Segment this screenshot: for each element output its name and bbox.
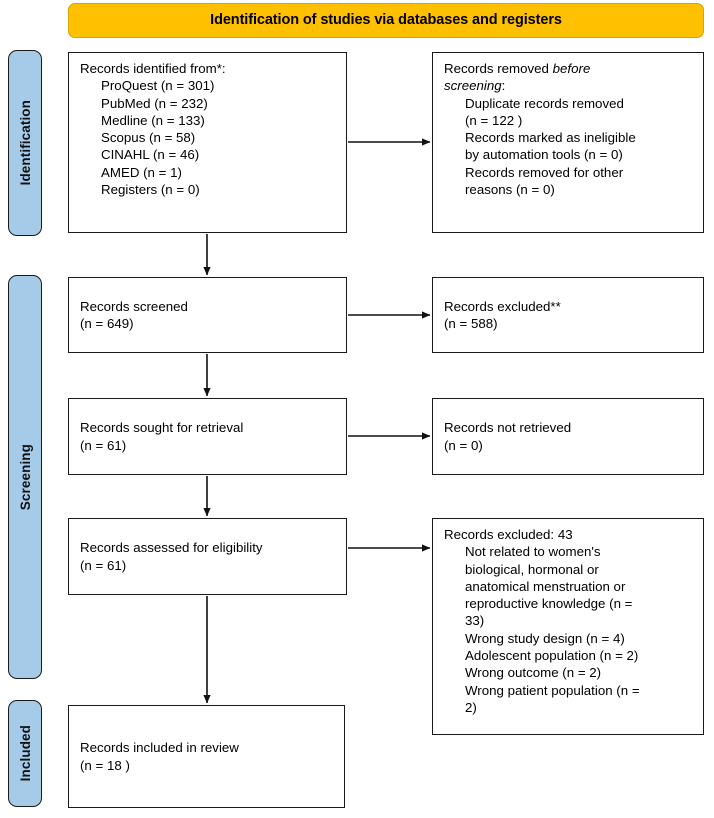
source-cinahl: CINAHL (n = 46) (101, 147, 200, 163)
excluded-reason-not-related-line3: anatomical menstruation or (465, 578, 626, 594)
box-records-included-in-review: Records included in review (n = 18 ) (68, 705, 345, 808)
source-proquest: ProQuest (n = 301) (101, 78, 215, 94)
box-records-assessed-body: Records assessed for eligibility (n = 61… (80, 539, 263, 574)
stage-label-identification: Identification (8, 50, 42, 236)
records-removed-title-em: before (552, 61, 591, 76)
records-removed-title-post: : (501, 78, 506, 94)
excluded-reasons-title: Records excluded: 43 (444, 527, 573, 542)
excluded-reason-wrong-patient-population-line2: 2) (465, 699, 477, 715)
excluded-reason-not-related-line4: reproductive knowledge (n = (465, 596, 633, 612)
records-removed-title-em2: screening (444, 78, 502, 94)
box-records-sought-for-retrieval: Records sought for retrieval (n = 61) (68, 398, 347, 475)
source-registers: Registers (n = 0) (101, 181, 200, 197)
box-records-excluded-with-reasons: Records excluded: 43 Not related to wome… (432, 518, 704, 735)
box-records-excluded-body: Records excluded** (n = 588) (444, 298, 561, 333)
records-not-retrieved-label: Records not retrieved (444, 420, 572, 436)
records-removed-title-pre: Records removed (444, 61, 553, 76)
removed-reason-duplicate-line2: (n = 122 ) (465, 112, 523, 128)
records-screened-count: (n = 649) (80, 316, 134, 331)
excluded-reason-adolescent-population: Adolescent population (n = 2) (465, 647, 639, 663)
diagram-header-banner: Identification of studies via databases … (68, 3, 704, 38)
records-excluded-count: (n = 588) (444, 316, 498, 331)
box-records-sought-body: Records sought for retrieval (n = 61) (80, 419, 243, 454)
records-identified-title: Records identified from*: (80, 61, 226, 76)
records-sought-count: (n = 61) (80, 437, 127, 453)
records-screened-label: Records screened (80, 298, 188, 314)
stage-label-screening-text: Screening (17, 443, 33, 511)
box-records-not-retrieved: Records not retrieved (n = 0) (432, 398, 704, 475)
records-sought-label: Records sought for retrieval (80, 420, 244, 436)
stage-label-included-text: Included (17, 725, 33, 782)
removed-reason-other-line1: Records removed for other (465, 164, 624, 180)
stage-label-identification-text: Identification (17, 100, 33, 186)
source-pubmed: PubMed (n = 232) (101, 95, 208, 111)
box-records-screened: Records screened (n = 649) (68, 277, 347, 353)
box-records-excluded: Records excluded** (n = 588) (432, 277, 704, 353)
box-records-removed-before-screening: Records removed before screening: Duplic… (432, 52, 704, 233)
removed-reason-duplicate-line1: Duplicate records removed (465, 95, 624, 111)
records-assessed-label: Records assessed for eligibility (80, 540, 263, 556)
records-included-count: (n = 18 ) (80, 757, 130, 773)
stage-label-included: Included (8, 700, 42, 807)
stage-label-screening: Screening (8, 275, 42, 679)
box-records-identified: Records identified from*: ProQuest (n = … (68, 52, 347, 233)
removed-reason-other-line2: reasons (n = 0) (465, 181, 555, 197)
removed-reason-ineligible-line1: Records marked as ineligible (465, 130, 636, 146)
box-records-removed-body: Records removed before screening: Duplic… (444, 60, 694, 198)
excluded-reason-wrong-outcome: Wrong outcome (n = 2) (465, 665, 602, 681)
excluded-reason-wrong-study-design: Wrong study design (n = 4) (465, 630, 625, 646)
source-medline: Medline (n = 133) (101, 112, 205, 128)
records-removed-title-line2: screening: (444, 77, 694, 94)
records-excluded-label: Records excluded** (444, 298, 561, 314)
records-included-label: Records included in review (80, 740, 239, 756)
box-records-excluded-reasons-body: Records excluded: 43 Not related to wome… (444, 526, 694, 716)
removed-reason-ineligible-line2: by automation tools (n = 0) (465, 147, 623, 163)
source-scopus: Scopus (n = 58) (101, 130, 196, 146)
box-records-assessed-for-eligibility: Records assessed for eligibility (n = 61… (68, 518, 347, 595)
records-assessed-count: (n = 61) (80, 557, 127, 573)
excluded-reason-not-related-line2: biological, hormonal or (465, 561, 599, 577)
box-records-identified-body: Records identified from*: ProQuest (n = … (80, 60, 337, 198)
excluded-reason-wrong-patient-population-line1: Wrong patient population (n = (465, 682, 640, 698)
records-removed-title-line1: Records removed before (444, 60, 694, 77)
box-records-not-retrieved-body: Records not retrieved (n = 0) (444, 419, 571, 454)
source-amed: AMED (n = 1) (101, 164, 182, 180)
records-not-retrieved-count: (n = 0) (444, 437, 483, 453)
box-records-included-body: Records included in review (n = 18 ) (80, 739, 239, 774)
diagram-title: Identification of studies via databases … (210, 11, 562, 28)
excluded-reason-not-related-line5: 33) (465, 613, 485, 629)
excluded-reason-not-related-line1: Not related to women's (465, 544, 601, 560)
box-records-screened-body: Records screened (n = 649) (80, 298, 188, 333)
